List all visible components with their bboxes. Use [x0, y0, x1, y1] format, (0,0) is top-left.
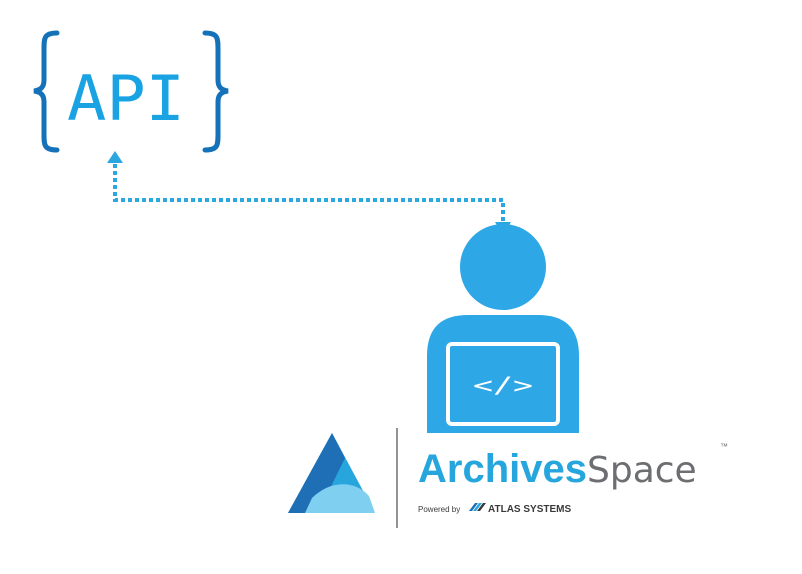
trademark-mark: ™: [720, 442, 728, 451]
api-label-group: API: [33, 30, 229, 153]
arrow-up-icon: [107, 151, 123, 163]
curly-brace-left-icon: [33, 30, 60, 153]
developer-head: [460, 224, 546, 310]
code-symbol: </>: [473, 374, 533, 399]
curly-brace-right-icon: [202, 30, 229, 153]
connector-line: [113, 164, 505, 222]
api-label: API: [67, 62, 185, 135]
archivesspace-logo-icon: [288, 433, 375, 513]
atlas-systems-logo-icon: [469, 503, 486, 511]
brand-name: ArchivesSpace: [418, 447, 697, 491]
atlas-systems-label: ATLAS SYSTEMS: [488, 504, 571, 515]
brand-name-light: Space: [587, 450, 697, 491]
laptop-outline: [446, 342, 560, 426]
dotted-connector: [107, 151, 511, 235]
archivesspace-logo: ArchivesSpace ™ Powered by ATLAS SYSTEMS: [288, 428, 728, 528]
powered-by-label: Powered by: [418, 505, 460, 514]
brand-name-bold: Archives: [418, 447, 587, 491]
developer-laptop-icon: </>: [427, 224, 579, 433]
